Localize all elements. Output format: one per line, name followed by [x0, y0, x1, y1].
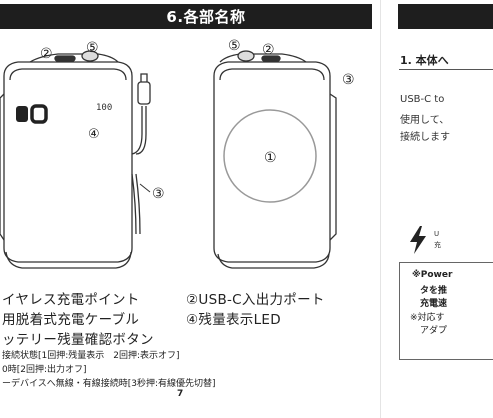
callout-front-4: ④ — [88, 127, 100, 142]
lightning-icon — [410, 226, 426, 254]
note-2: タを推 — [420, 286, 448, 296]
callout-front-2: ② — [40, 46, 53, 62]
level-display-small: 100 — [96, 103, 112, 113]
note-3: 充電速 — [420, 299, 448, 309]
bolt-text-1: U — [434, 230, 440, 238]
right-heading: 1. 本体へ — [400, 54, 449, 67]
caption-item1: イヤレス充電ポイント — [2, 292, 140, 308]
section-title: 6.各部名称 — [166, 8, 246, 26]
callout-front-3: ③ — [152, 186, 165, 202]
callout-back-5: ⑤ — [228, 38, 241, 54]
notice-box — [399, 262, 493, 360]
page-number: 7 — [177, 389, 184, 399]
caption-item5: ッテリー残量確認ボタン — [2, 332, 154, 348]
heading-rule — [399, 69, 493, 70]
caption-note2: 0時[2回押:出力オフ] — [2, 365, 87, 375]
callout-back-3: ③ — [342, 72, 355, 88]
caption-item2: ②USB-C入出力ポート — [186, 292, 325, 308]
caption-note1: 接続状態[1回押:残量表示 2回押:表示オフ] — [2, 351, 180, 361]
note-1: ※Power — [412, 270, 453, 280]
power-bank-back — [213, 50, 337, 269]
section-title-bar: 6.各部名称 — [0, 4, 372, 29]
left-page: 6.各部名称 — [0, 4, 372, 399]
note-5: アダプ — [420, 326, 448, 336]
page-divider — [380, 0, 381, 418]
power-bank-illustration: 100 ② ⑤ ④ ③ ⑤ ② ③ ① — [0, 38, 355, 269]
right-title-bar — [398, 4, 493, 29]
caption-item3: 用脱着式充電ケーブル — [2, 312, 140, 328]
right-line-3: 接続します — [400, 132, 450, 143]
right-line-1: USB-C to — [400, 94, 445, 105]
bolt-text-2: 充 — [434, 241, 441, 249]
caption-note3: ーデバイスへ無線・有線接続時[3秒押:有線優先切替] — [2, 379, 216, 389]
callout-front-5: ⑤ — [86, 40, 99, 56]
callout-back-1: ① — [264, 150, 277, 166]
power-bank-front — [0, 50, 151, 269]
caption-item4: ④残量表示LED — [186, 312, 281, 328]
note-4: ※対応す — [410, 313, 445, 323]
right-page: 1. 本体へ USB-C to 使用して、 接続します U 充 ※Power タ… — [384, 0, 493, 418]
right-line-2: 使用して、 — [400, 115, 450, 126]
callout-back-2: ② — [262, 42, 275, 58]
